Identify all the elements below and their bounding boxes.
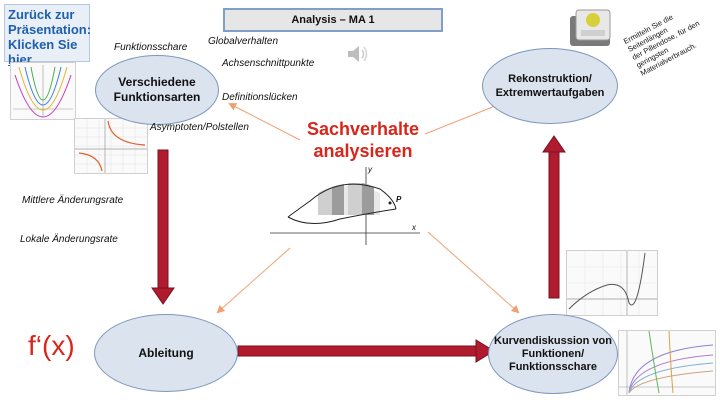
arrow-funktionsarten-to-ableitung	[151, 149, 175, 305]
sachverhalte-heading[interactable]: Sachverhalte analysieren	[296, 118, 430, 162]
ableitung-node[interactable]: Ableitung	[94, 314, 238, 392]
sachverhalte-line2: analysieren	[313, 141, 413, 161]
rekonstruktion-node[interactable]: Rekonstruktion/Extremwertaufgaben	[482, 48, 618, 124]
definitionsluecken-label: Definitionslücken	[222, 92, 298, 103]
hyperbola-thumbnail	[74, 118, 148, 174]
function-family-thumbnail	[618, 330, 716, 396]
derivative-symbol: f‘(x)	[28, 330, 75, 361]
kurvendiskussion-line2: Funktionen/	[521, 347, 585, 360]
page-title: Analysis – MA 1	[223, 8, 443, 32]
arrow-kurvendiskussion-to-rekonstruktion	[542, 135, 566, 299]
kurvendiskussion-line3: Funktionsschare	[508, 360, 597, 373]
achsenschnittpunkte-label: Achsenschnittpunkte	[222, 58, 315, 69]
sachverhalte-line1: Sachverhalte	[306, 119, 420, 139]
asymptoten-label: Asymptoten/Polstellen	[150, 122, 249, 133]
arrow-ableitung-to-kurvendiskussion	[237, 339, 495, 363]
back-link-line1: Zurück zur	[8, 7, 75, 22]
funktionsschare-label: Funktionsschare	[114, 42, 188, 53]
kurvendiskussion-line1: Kurvendiskussion von	[494, 334, 612, 347]
funktionsarten-line1: Verschiedene	[118, 75, 196, 89]
ableitung-label: Ableitung	[138, 346, 194, 360]
mittlere-aenderungsrate-label: Mittlere Änderungsrate	[22, 195, 124, 206]
back-link-line2: Präsentation:	[8, 22, 92, 37]
point-p-label: P	[396, 195, 402, 204]
y-axis-label: y	[368, 165, 372, 174]
cubic-graph-thumbnail	[566, 250, 658, 316]
lokale-aenderungsrate-label: Lokale Änderungsrate	[20, 234, 118, 245]
pillbox-image	[568, 4, 616, 50]
rekonstruktion-line1: Rekonstruktion/	[508, 73, 592, 85]
back-to-presentation-link[interactable]: Zurück zur Präsentation: Klicken Sie hie…	[4, 4, 92, 67]
back-link-suffix: .	[31, 52, 35, 67]
x-axis-label: x	[412, 223, 416, 232]
back-link-prefix: Klicken Sie	[8, 37, 78, 52]
parabola-family-thumbnail	[10, 62, 76, 120]
area-graph: y x P	[270, 165, 430, 245]
funktionsarten-line2: Funktionsarten	[113, 90, 201, 104]
speaker-icon[interactable]	[345, 42, 371, 66]
rekonstruktion-line2: Extremwertaufgaben	[495, 87, 605, 99]
globalverhalten-label: Globalverhalten	[208, 36, 279, 47]
